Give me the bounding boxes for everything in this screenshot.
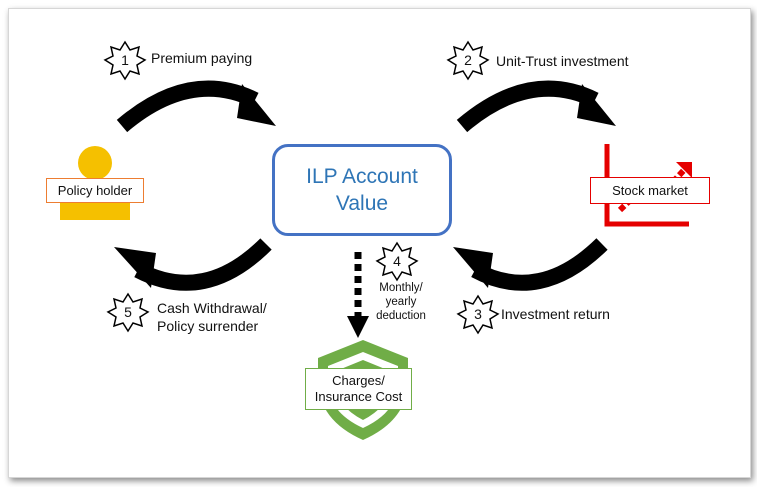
- ilp-account-value-label: ILP Account Value: [306, 163, 418, 217]
- center-line-1: ILP Account: [306, 165, 418, 188]
- step-label-line: Monthly/: [379, 282, 423, 294]
- star-badge-icon: [375, 241, 419, 282]
- star-badge-icon: [456, 294, 500, 335]
- charges-line-2: Insurance Cost: [314, 389, 403, 404]
- star-badge-icon: [103, 40, 147, 81]
- ilp-account-value-box: ILP Account Value: [272, 144, 452, 236]
- arrow-cash-withdrawal: [114, 238, 272, 291]
- center-line-2: Value: [335, 192, 389, 215]
- step-label-line: Policy surrender: [157, 318, 259, 334]
- step-label-line: deduction: [376, 310, 426, 322]
- arrow-monthly-deduction: [347, 252, 369, 338]
- step-number-2: 2: [464, 52, 472, 68]
- step-number-3: 3: [474, 306, 482, 322]
- step-label-cash-withdrawal: Cash Withdrawal/ Policy surrender: [157, 300, 267, 335]
- star-badge-icon: [446, 40, 490, 81]
- policy-holder-label: Policy holder: [46, 178, 144, 203]
- charges-line-1: Charges/: [332, 373, 385, 388]
- step-label-unit-trust-investment: Unit-Trust investment: [496, 53, 629, 69]
- stock-market-label: Stock market: [590, 177, 710, 204]
- step-number-4: 4: [393, 253, 401, 269]
- step-label-line: yearly: [385, 296, 417, 308]
- step-label-line: Cash Withdrawal/: [157, 300, 267, 316]
- stock-chart-icon: [604, 144, 692, 227]
- star-badge-icon: [106, 292, 150, 333]
- arrow-premium-paying: [116, 80, 276, 133]
- arrow-unit-trust-investment: [456, 80, 616, 133]
- step-number-1: 1: [121, 52, 129, 68]
- arrow-investment-return: [453, 238, 608, 291]
- charges-insurance-cost-label: Charges/ Insurance Cost: [305, 368, 412, 410]
- step-label-investment-return: Investment return: [501, 306, 610, 322]
- step-label-premium-paying: Premium paying: [151, 50, 253, 66]
- step-label-monthly-deduction: Monthly/ yearly deduction: [371, 281, 431, 323]
- step-number-5: 5: [124, 304, 132, 320]
